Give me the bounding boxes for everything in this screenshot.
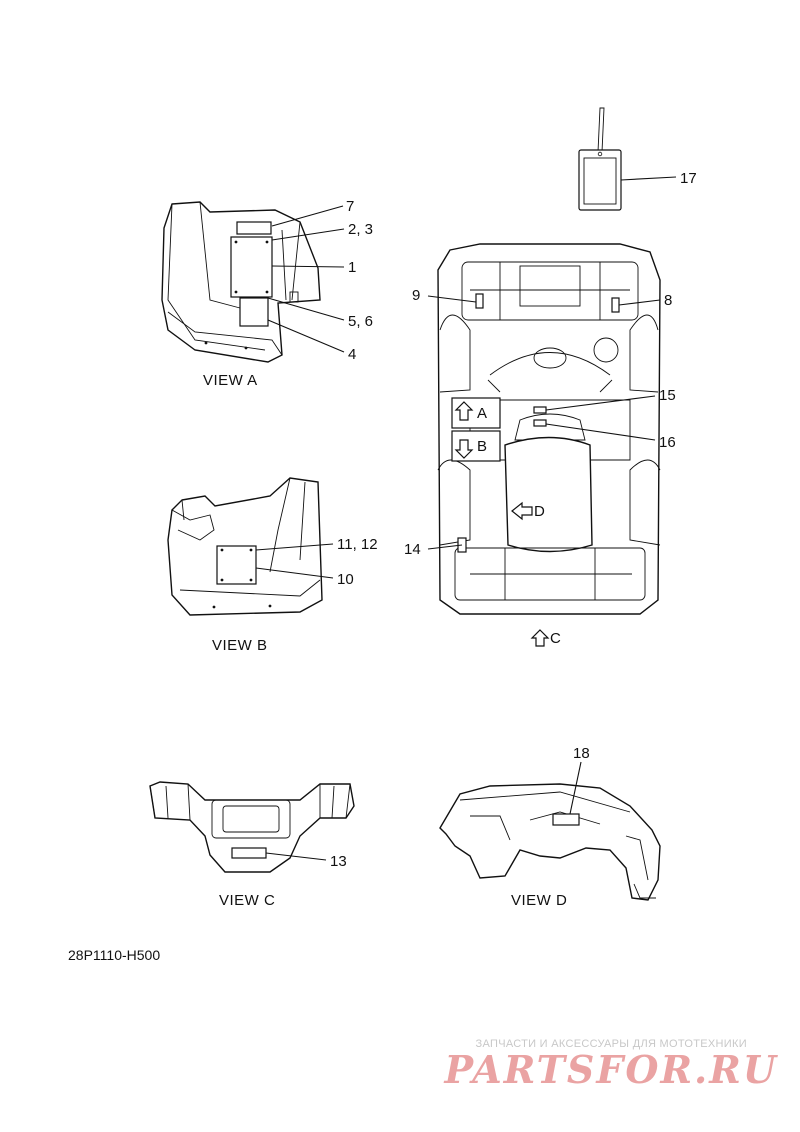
callout-5-6: 5, 6 <box>348 313 373 330</box>
view-d-illustration <box>439 783 661 901</box>
view-c-label: VIEW C <box>219 892 275 909</box>
callout-14: 14 <box>404 541 421 558</box>
leader-13 <box>265 852 327 861</box>
leader-11-12 <box>255 543 334 551</box>
callout-17: 17 <box>680 170 697 187</box>
arrow-label-d: D <box>534 503 545 520</box>
hang-tag-illustration <box>578 107 622 211</box>
callout-10: 10 <box>337 571 354 588</box>
leader-10 <box>255 567 334 579</box>
view-d-label: VIEW D <box>511 892 567 909</box>
callout-13: 13 <box>330 853 347 870</box>
callout-8: 8 <box>664 292 672 309</box>
callout-4: 4 <box>348 346 356 363</box>
callout-11-12: 11, 12 <box>337 536 378 553</box>
callout-7: 7 <box>346 198 354 215</box>
leader-9 <box>427 295 477 303</box>
view-c-illustration <box>149 781 355 873</box>
callout-9: 9 <box>412 287 420 304</box>
callout-18: 18 <box>573 745 590 762</box>
view-b-label: VIEW B <box>212 637 268 654</box>
view-c-arrow <box>530 629 550 647</box>
leader-16 <box>545 423 656 441</box>
leader-5-6 <box>267 297 345 321</box>
atv-top-view <box>437 243 661 615</box>
leader-17 <box>620 176 677 181</box>
watermark: ЗАПЧАСТИ И АКСЕССУАРЫ ДЛЯ МОТОТЕХНИКИ PA… <box>444 1038 778 1090</box>
watermark-subtitle: ЗАПЧАСТИ И АКСЕССУАРЫ ДЛЯ МОТОТЕХНИКИ <box>475 1038 747 1050</box>
callout-1: 1 <box>348 259 356 276</box>
leader-8 <box>618 299 661 306</box>
callout-2-3: 2, 3 <box>348 221 373 238</box>
arrow-label-a: A <box>477 405 487 422</box>
arrow-label-b: B <box>477 438 487 455</box>
view-a-label: VIEW A <box>203 372 258 389</box>
callout-15: 15 <box>659 387 676 404</box>
leader-2-3 <box>271 228 345 241</box>
callout-16: 16 <box>659 434 676 451</box>
leader-1 <box>271 265 345 268</box>
leader-18 <box>569 761 582 815</box>
leader-7 <box>271 205 344 227</box>
leader-14 <box>427 544 463 550</box>
view-a-illustration <box>161 201 321 363</box>
watermark-logo: PARTSFOR.RU <box>444 1047 778 1092</box>
drawing-number: 28P1110-H500 <box>68 947 161 963</box>
arrow-label-c: C <box>550 630 561 647</box>
leader-4 <box>267 319 345 353</box>
leader-15 <box>545 395 656 411</box>
